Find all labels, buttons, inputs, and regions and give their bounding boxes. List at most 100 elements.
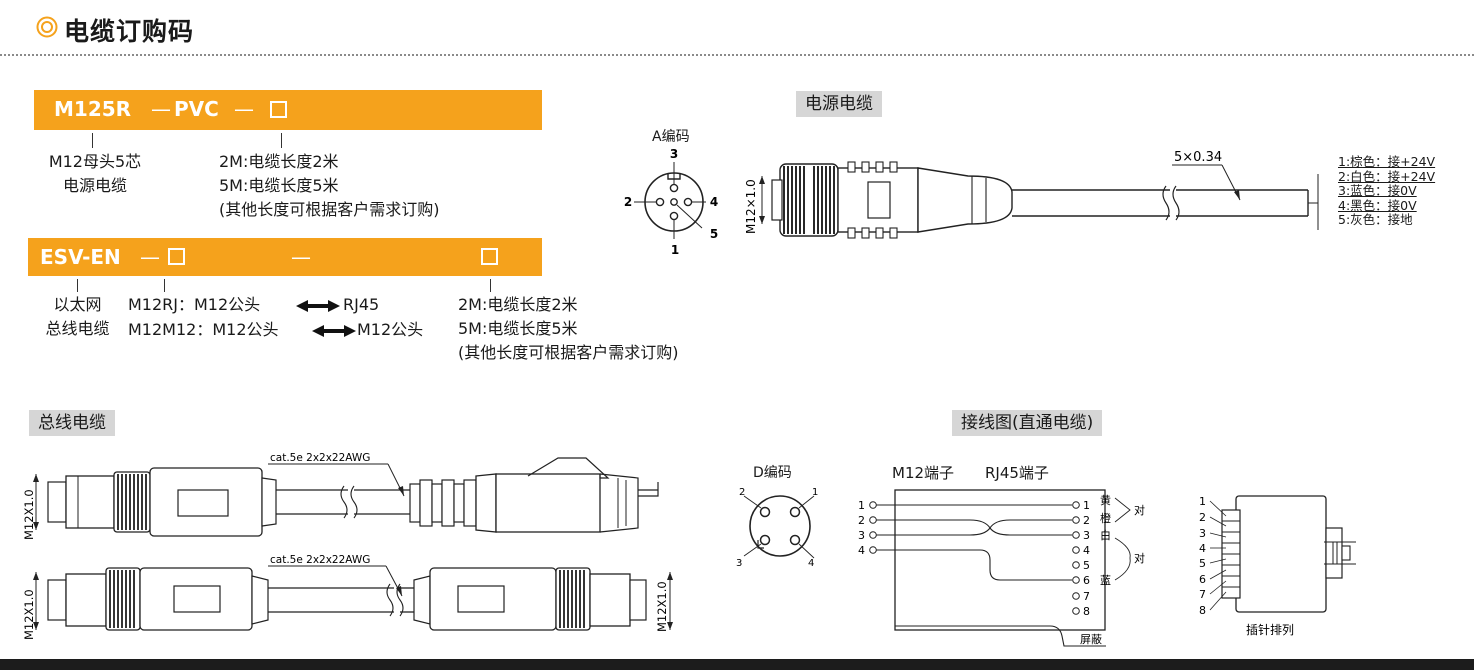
- pin-label: 1: [812, 487, 818, 498]
- pin-label: 5: [1083, 559, 1090, 572]
- desc-line: 5M:电缆长度5米: [458, 319, 578, 338]
- option-m12m12: M12M12：M12公头: [128, 320, 279, 339]
- bottom-border: [0, 659, 1474, 670]
- pair-label: 对: [1134, 503, 1145, 517]
- desc-line: 2M:电缆长度2米: [458, 295, 578, 314]
- wire-color: 蓝: [1100, 574, 1111, 587]
- power-desc-left: M12母头5芯 电源电缆: [40, 150, 150, 198]
- wire-item: 5:灰色：接地: [1338, 212, 1413, 227]
- code-prefix: ESV-EN: [40, 245, 121, 269]
- type-placeholder-box: [168, 248, 185, 265]
- pin-label: 6: [1199, 573, 1206, 586]
- pin-label: 8: [1199, 604, 1206, 617]
- pin-label: 6: [1083, 574, 1090, 587]
- d-coding-label: D编码: [753, 465, 792, 481]
- m12-rj45-cable-drawing: M12X1.0 cat.5e 2x2x22AWG: [22, 452, 659, 540]
- page-title: 电缆订购码: [64, 17, 195, 46]
- pair-label: 对: [1134, 551, 1145, 565]
- leader-line: [281, 133, 282, 148]
- length-placeholder-box: [481, 248, 498, 265]
- rj45-pin-arrangement: 1 2 3 4 5 6 7 8 插针排列: [1199, 495, 1356, 637]
- wire-color: 橙: [1100, 511, 1111, 525]
- wiring-diagram: 1 2 3 4 1 2 3 4 5 6 7 8 黄 橙 白 蓝 对 对 屏蔽: [858, 489, 1145, 647]
- code-dash: —: [234, 97, 254, 121]
- wire-item: 3:蓝色：接0V: [1338, 183, 1417, 198]
- power-desc-right: 2M:电缆长度2米 5M:电缆长度5米 (其他长度可根据客户需求订购): [219, 150, 440, 222]
- desc-line: 以太网: [53, 295, 102, 314]
- wiring-diagram-header: 接线图(直通电缆): [952, 410, 1103, 436]
- bus-cable-header: 总线电缆: [29, 410, 115, 436]
- desc-line: (其他长度可根据客户需求订购): [219, 200, 440, 219]
- dimension-label: M12×1.0: [744, 179, 758, 234]
- dimension-label: M12X1.0: [655, 581, 669, 632]
- code-dash: —: [151, 97, 171, 121]
- cable-spec-label: cat.5e 2x2x22AWG: [270, 554, 370, 566]
- code-dash: —: [140, 245, 160, 269]
- desc-line: 电源电缆: [62, 176, 127, 195]
- wire-item: 2:白色：接+24V: [1338, 168, 1436, 184]
- leader-line: [92, 133, 93, 148]
- pin-order-label: 插针排列: [1246, 622, 1294, 637]
- m12-m12-cable-drawing: M12X1.0 M12X1.0 cat.5e 2x2x22AWG: [22, 554, 673, 640]
- pin-label: 5: [710, 227, 718, 241]
- pin-label: 2: [858, 514, 865, 527]
- pin-label: 5: [1199, 557, 1206, 570]
- pin-label: 3: [670, 147, 678, 161]
- pin-label: 4: [808, 558, 814, 569]
- desc-line: 5M:电缆长度5米: [219, 176, 339, 195]
- length-placeholder-box: [270, 101, 287, 118]
- pin-label: 4: [858, 544, 865, 557]
- desc-line: M12母头5芯: [48, 152, 142, 171]
- pin-label: 3: [858, 529, 865, 542]
- pin-label: 1: [858, 499, 865, 512]
- bus-desc-right: 2M:电缆长度2米 5M:电缆长度5米 (其他长度可根据客户需求订购): [458, 293, 679, 365]
- pin-label: 4: [1199, 542, 1206, 555]
- pin-label: 3: [1199, 527, 1206, 540]
- pin-label: 3: [736, 558, 742, 569]
- pin-label: 7: [1199, 588, 1206, 601]
- desc-line: (其他长度可根据客户需求订购): [458, 343, 679, 362]
- pin-label: 2: [1199, 511, 1206, 524]
- rj45-terminal-label: RJ45端子: [985, 464, 1049, 482]
- option-m12rj: M12RJ：M12公头: [128, 295, 261, 314]
- power-order-code-bar: M125R — PVC —: [34, 90, 542, 130]
- leader-line: [164, 279, 165, 292]
- dimension-label: M12X1.0: [22, 489, 36, 540]
- pin-label: 3: [1083, 529, 1090, 542]
- shield-label: 屏蔽: [1080, 633, 1102, 646]
- power-cable-drawing: M12×1.0 5×0.34: [744, 150, 1319, 239]
- cable-spec-label: cat.5e 2x2x22AWG: [270, 452, 370, 464]
- leader-line: [77, 279, 78, 292]
- option-rj45: RJ45: [343, 295, 380, 314]
- wire-assignment-list: 1:棕色：接+24V 2:白色：接+24V 3:蓝色：接0V 4:黑色：接0V …: [1338, 154, 1436, 228]
- pin-label: 1: [1083, 499, 1090, 512]
- double-circle-icon: [36, 16, 58, 38]
- option-m12-male: M12公头: [357, 320, 424, 339]
- double-arrow-icon: [296, 300, 340, 312]
- d-coded-connector-face: 2 1 3 4: [736, 487, 818, 569]
- pin-label: 2: [1083, 514, 1090, 527]
- a-coded-connector-face: 3 2 4 5 1: [624, 147, 718, 257]
- wire-item: 4:黑色：接0V: [1338, 197, 1417, 213]
- pin-label: 4: [710, 195, 718, 209]
- code-prefix: M125R: [54, 97, 132, 121]
- m12-terminal-label: M12端子: [892, 464, 955, 482]
- code-dash: —: [291, 245, 311, 269]
- title-divider: [0, 54, 1474, 56]
- pin-label: 2: [624, 195, 632, 209]
- bus-desc-left: 以太网 总线电缆: [30, 293, 125, 341]
- leader-line: [490, 279, 491, 292]
- wire-color: 黄: [1100, 493, 1111, 507]
- pin-label: 4: [1083, 544, 1090, 557]
- double-arrow-icon: [312, 325, 356, 337]
- desc-line: 2M:电缆长度2米: [219, 152, 339, 171]
- pin-label: 2: [739, 487, 745, 498]
- a-coding-label: A编码: [652, 129, 690, 145]
- pin-label: 8: [1083, 605, 1090, 618]
- dimension-label: M12X1.0: [22, 589, 36, 640]
- pin-label: 1: [671, 243, 679, 257]
- bus-order-code-bar: ESV-EN — —: [28, 238, 542, 276]
- pin-label: 7: [1083, 590, 1090, 603]
- code-pvc: PVC: [174, 97, 219, 121]
- wire-color: 白: [1100, 528, 1111, 542]
